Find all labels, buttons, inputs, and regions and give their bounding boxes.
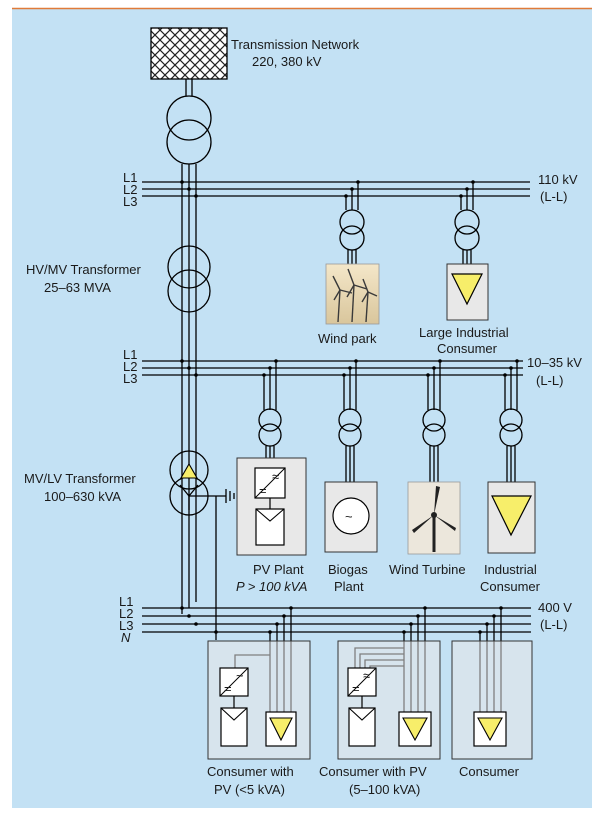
svg-text:=: = xyxy=(352,681,360,696)
svg-text:=: = xyxy=(259,483,267,498)
lv-phase-l1: L1 xyxy=(119,594,133,609)
consumer-pv-large-label-2: (5–100 kVA) xyxy=(349,782,420,797)
consumer-pv-large-label-1: Consumer with PV xyxy=(319,764,427,779)
consumer-pv-small-label-1: Consumer with xyxy=(207,764,294,779)
transmission-voltage: 220, 380 kV xyxy=(252,54,322,69)
mvlv-title: MV/LV Transformer xyxy=(24,471,136,486)
hvmv-title: HV/MV Transformer xyxy=(26,262,142,277)
large-industrial-label-2: Consumer xyxy=(437,341,498,356)
load-triangle-icon xyxy=(451,273,483,306)
biogas-label-1: Biogas xyxy=(328,562,368,577)
delta-winding-icon xyxy=(180,462,198,479)
lv-phase-n: N xyxy=(121,630,131,645)
biogas-label-2: Plant xyxy=(334,579,364,594)
mvlv-rating: 100–630 kVA xyxy=(44,489,121,504)
lv-voltage: 400 V xyxy=(538,600,572,615)
dc-ac-inverter-icon: ~ = xyxy=(219,667,249,697)
svg-text:≈: ≈ xyxy=(363,668,370,683)
hvmv-rating: 25–63 MVA xyxy=(44,280,111,295)
load-triangle-icon xyxy=(491,495,532,537)
industrial-label-2: Consumer xyxy=(480,579,541,594)
industrial-label-1: Industrial xyxy=(484,562,537,577)
industrial-box xyxy=(487,481,536,554)
load-triangle-icon xyxy=(269,717,293,742)
svg-text:=: = xyxy=(224,681,232,696)
wind-turbine-image xyxy=(407,481,461,555)
wind-turbine-label: Wind Turbine xyxy=(389,562,466,577)
lv-type: (L-L) xyxy=(540,617,567,632)
pv-plant-label-2: P > 100 kVA xyxy=(236,579,307,594)
svg-text:~: ~ xyxy=(345,509,353,524)
svg-text:≈: ≈ xyxy=(272,469,279,484)
pv-panel-icon xyxy=(220,707,248,747)
dc-ac-inverter-icon: ≈ = xyxy=(347,667,377,697)
wind-park-label: Wind park xyxy=(318,331,377,346)
hv-type: (L-L) xyxy=(540,189,567,204)
transmission-title: Transmission Network xyxy=(231,37,360,52)
svg-text:~: ~ xyxy=(236,668,244,683)
wind-park-image xyxy=(325,263,380,325)
mv-type: (L-L) xyxy=(536,373,563,388)
load-triangle-icon xyxy=(402,717,428,742)
hv-phase-l2: L2 xyxy=(123,182,137,197)
consumer-label: Consumer xyxy=(459,764,520,779)
large-industrial-label-1: Large Industrial xyxy=(419,325,509,340)
junction-dots xyxy=(180,180,519,634)
pv-panel-icon xyxy=(348,707,376,747)
dc-ac-inverter-icon: ≈ = xyxy=(254,467,286,499)
mv-phase-l2: L2 xyxy=(123,359,137,374)
mv-phase-l3: L3 xyxy=(123,371,137,386)
mv-voltage: 10–35 kV xyxy=(527,355,582,370)
transmission-grid-icon xyxy=(150,27,228,80)
pv-panel-icon xyxy=(255,508,285,546)
lv-phase-l3: L3 xyxy=(119,618,133,633)
load-triangle-icon xyxy=(477,717,503,742)
lv-phase-l2: L2 xyxy=(119,606,133,621)
generator-icon: ~ xyxy=(332,497,370,535)
consumer-pv-small-label-2: PV (<5 kVA) xyxy=(214,782,285,797)
hv-voltage: 110 kV xyxy=(538,172,578,187)
hv-phase-l3: L3 xyxy=(123,194,137,209)
hvmv-transformer-icon xyxy=(167,245,211,313)
mv-phase-l1: L1 xyxy=(123,347,137,362)
ground-icon xyxy=(225,489,235,503)
pv-plant-label-1: PV Plant xyxy=(253,562,304,577)
hv-phase-l1: L1 xyxy=(123,170,137,185)
